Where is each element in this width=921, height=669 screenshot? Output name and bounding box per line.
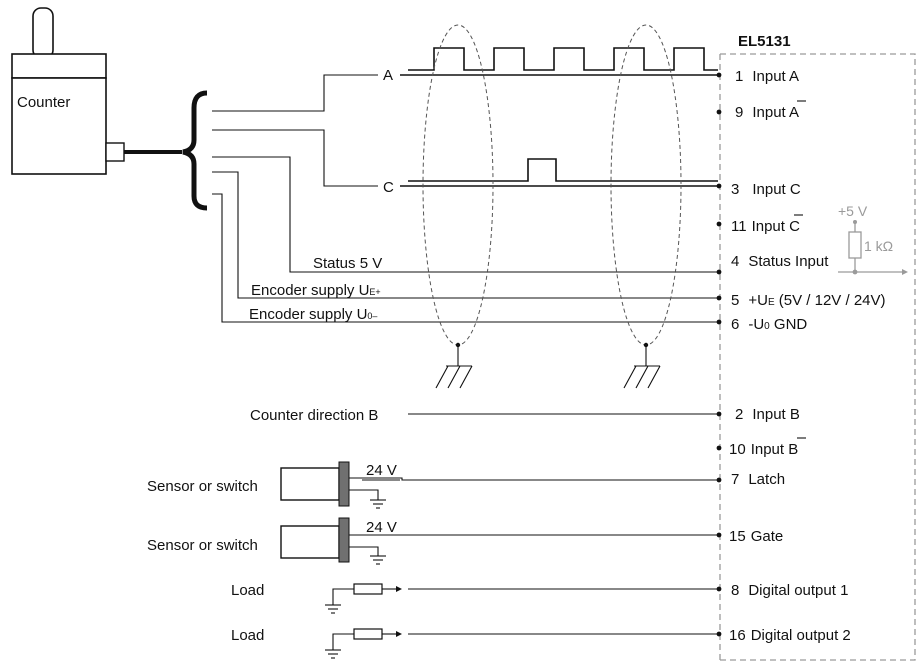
cable-brace (182, 90, 208, 211)
sensor-2 (280, 517, 720, 565)
load-1-label: Load (231, 582, 264, 599)
signal-c-label: C (383, 179, 394, 196)
load-2-label: Load (231, 627, 264, 644)
sensor-2-label: Sensor or switch (147, 537, 258, 554)
terminal-6: 6-U0 GND (731, 316, 807, 333)
signal-lines (212, 47, 720, 415)
pullup-resistor-value: 1 kΩ (864, 238, 893, 254)
terminal-5: 5+UE (5V / 12V / 24V) (731, 292, 886, 309)
status-label: Status 5 V (313, 255, 382, 272)
pullup-resistor (838, 220, 908, 275)
sensor-1-voltage: 24 V (366, 462, 397, 479)
supply-minus-text: Encoder supply U (249, 306, 367, 323)
sensor-2-voltage: 24 V (366, 519, 397, 536)
load-1 (325, 583, 720, 614)
sensor-1 (280, 461, 720, 509)
supply-plus-sub: E+ (369, 287, 380, 297)
supply-plus-label: Encoder supply UE+ (251, 282, 381, 299)
supply-plus-text: Encoder supply U (251, 282, 369, 299)
terminal-dots (716, 72, 722, 637)
sensor-1-label: Sensor or switch (147, 478, 258, 495)
pullup-voltage: +5 V (838, 203, 868, 219)
module-boundary (720, 53, 916, 661)
load-2 (325, 628, 720, 659)
direction-label: Counter direction B (250, 407, 378, 424)
signal-a-label: A (383, 67, 393, 84)
cable-shield (422, 24, 682, 389)
supply-minus-label: Encoder supply U0– (249, 306, 377, 323)
overbars (794, 100, 806, 439)
encoder-device (11, 7, 182, 175)
encoder-label: Counter (17, 94, 70, 111)
module-title: EL5131 (738, 33, 791, 50)
supply-minus-sub: 0– (367, 311, 377, 321)
